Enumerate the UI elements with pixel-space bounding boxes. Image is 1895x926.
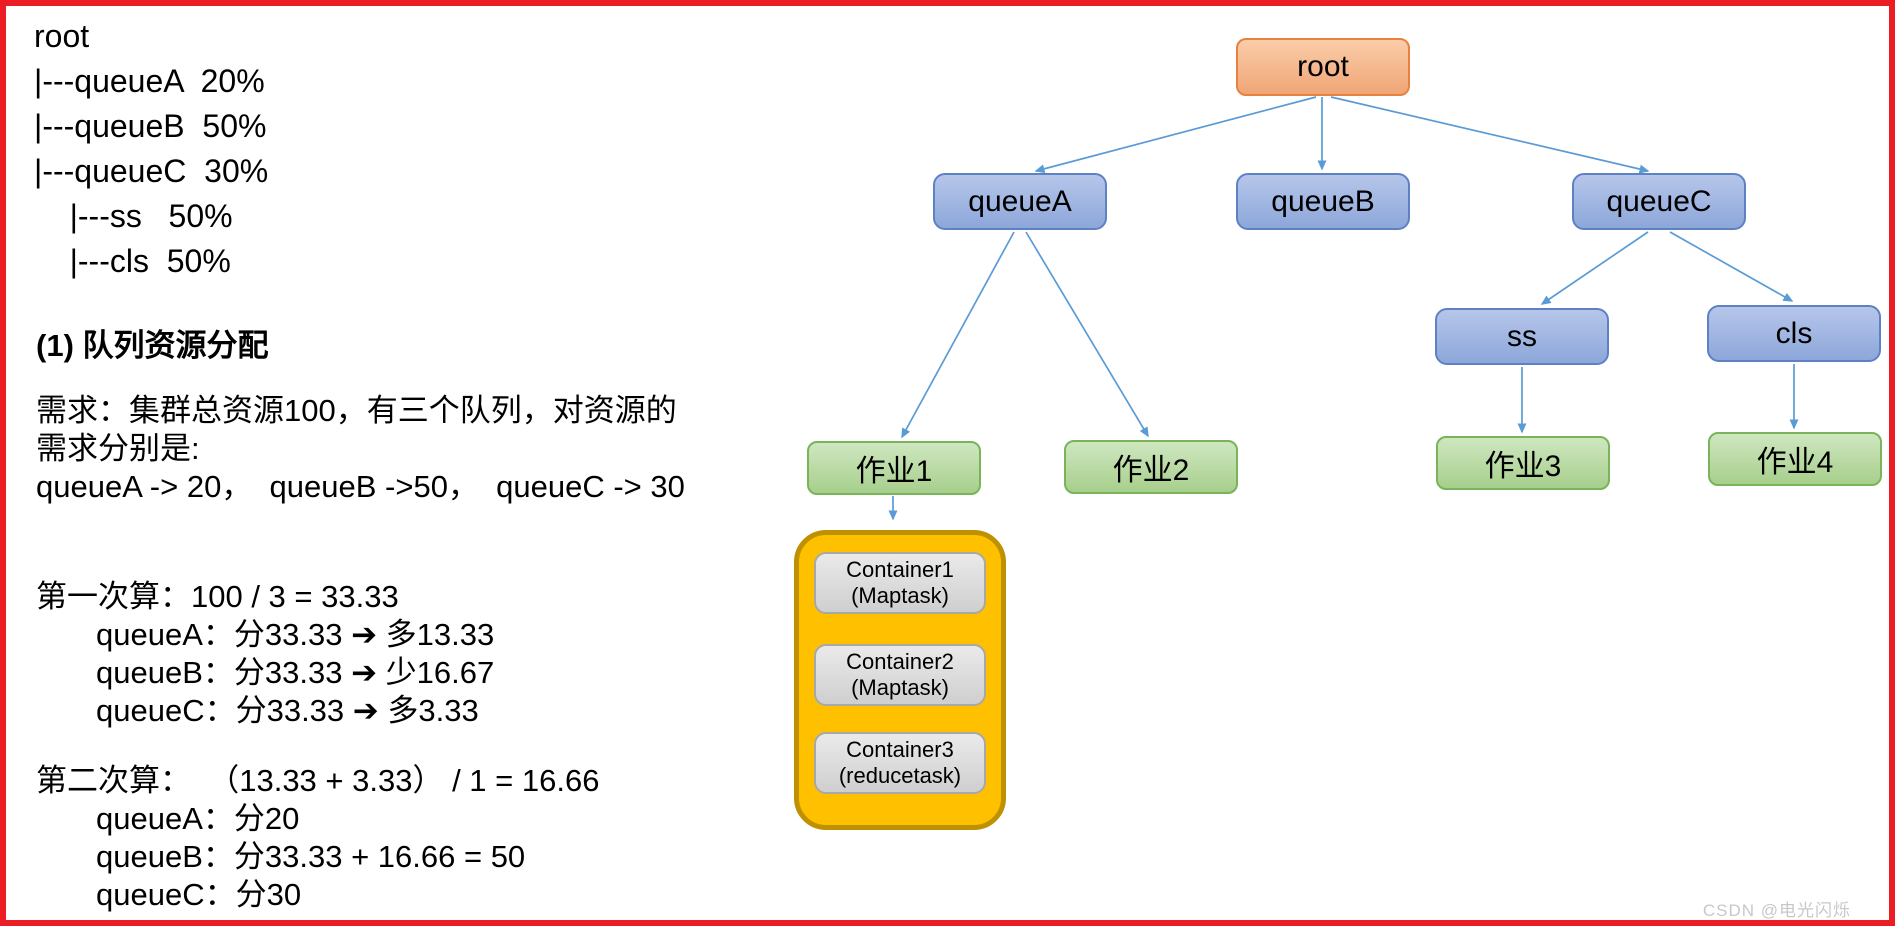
config-line: root: [34, 18, 90, 54]
calc-line: queueB：分33.33 ➔ 少16.67: [96, 655, 495, 690]
second-pass-calculation: 第二次算： （13.33 + 3.33） / 1 = 16.66 queueA：…: [36, 762, 599, 914]
first-pass-calculation: 第一次算：100 / 3 = 33.33 queueA：分33.33 ➔ 多13…: [36, 578, 494, 730]
calc-line: queueA：分33.33 ➔ 多13.33: [96, 617, 495, 652]
node-ss: ss: [1435, 308, 1609, 365]
csdn-watermark: CSDN @电光闪烁: [1702, 901, 1851, 920]
config-line: |---cls 50%: [34, 243, 231, 279]
node-queueA: queueA: [933, 173, 1107, 230]
node-cls: cls: [1707, 305, 1881, 362]
requirement-line: queueA -> 20， queueB ->50， queueC -> 30: [36, 469, 685, 504]
edge-root-queueA: [1034, 96, 1317, 174]
edge-queueC-ss: [1540, 231, 1649, 305]
calc-line: queueB：分33.33 + 16.66 = 50: [96, 839, 526, 874]
node-job4: 作业4: [1708, 432, 1882, 486]
edge-queueC-cls: [1669, 231, 1794, 302]
calc-title: 第一次算：100 / 3 = 33.33: [36, 579, 399, 614]
node-queueC: queueC: [1572, 173, 1746, 230]
requirement-line: 需求：集群总资源100，有三个队列，对资源的: [36, 393, 677, 428]
calc-line: queueA：分20: [96, 801, 300, 836]
config-line: |---queueB 50%: [34, 108, 267, 144]
node-job3: 作业3: [1436, 436, 1610, 490]
node-job1: 作业1: [807, 441, 981, 495]
section-heading: (1) 队列资源分配: [36, 328, 269, 363]
calc-line: queueC：分30: [96, 877, 302, 912]
node-queueB: queueB: [1236, 173, 1410, 230]
container3-name: Container3: [846, 737, 954, 762]
edge-root-queueC: [1330, 96, 1650, 174]
calc-line: queueC：分33.33 ➔ 多3.33: [96, 693, 479, 728]
edge-queueA-job1: [901, 231, 1015, 439]
queue-config-text: root |---queueA 20% |---queueB 50% |---q…: [34, 14, 268, 284]
container1-box: Container1 (Maptask): [814, 552, 986, 614]
config-line: |---ss 50%: [34, 198, 233, 234]
config-line: |---queueC 30%: [34, 153, 269, 189]
container1-task: (Maptask): [851, 583, 949, 608]
container2-name: Container2: [846, 649, 954, 674]
node-root: root: [1236, 38, 1410, 96]
calc-title: 第二次算： （13.33 + 3.33） / 1 = 16.66: [36, 763, 600, 798]
edge-queueA-job2: [1025, 231, 1149, 438]
container1-name: Container1: [846, 557, 954, 582]
requirement-paragraph: 需求：集群总资源100，有三个队列，对资源的 需求分别是: queueA -> …: [36, 392, 685, 506]
requirement-line: 需求分别是:: [36, 431, 200, 466]
container3-box: Container3 (reducetask): [814, 732, 986, 794]
node-job2: 作业2: [1064, 440, 1238, 494]
container2-task: (Maptask): [851, 675, 949, 700]
container3-task: (reducetask): [838, 763, 962, 788]
container2-box: Container2 (Maptask): [814, 644, 986, 706]
config-line: |---queueA 20%: [34, 63, 265, 99]
